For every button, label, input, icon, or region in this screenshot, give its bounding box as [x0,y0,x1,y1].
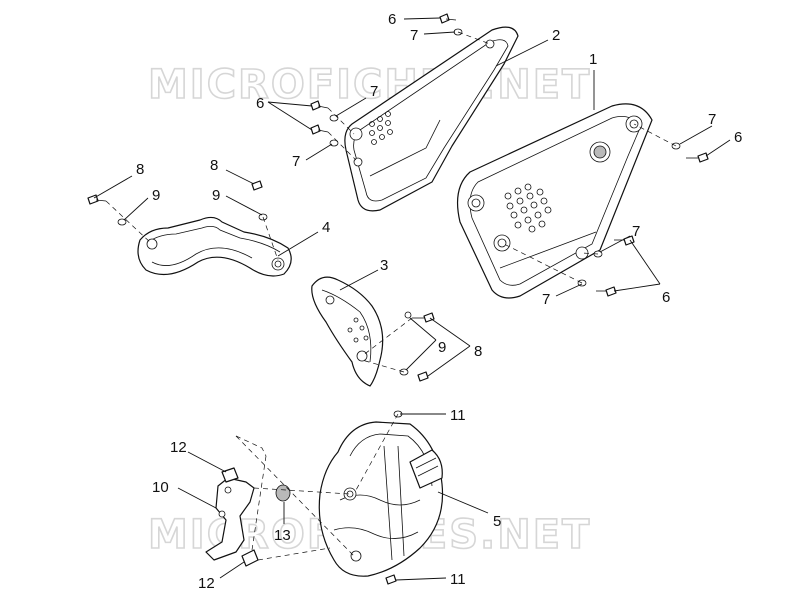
callout-8-mid: 8 [210,157,218,174]
callout-9-right: 9 [438,339,446,356]
callout-3: 3 [380,257,388,274]
callout-5: 5 [493,513,501,530]
callout-7-mid-right: 7 [632,223,640,240]
callout-12-bottom: 12 [198,575,215,592]
callout-2: 2 [552,27,560,44]
engine-cover-assembly [318,421,444,577]
callout-7-lower-left: 7 [292,153,300,170]
callout-12-top: 12 [170,439,187,456]
callout-6-right: 6 [734,129,742,146]
assembly-lines [105,31,677,561]
callout-6-top: 6 [388,11,396,28]
callout-10: 10 [152,479,169,496]
callout-4: 4 [322,219,330,236]
callout-7-right: 7 [708,111,716,128]
left-side-cover [344,26,519,212]
callout-9-mid: 9 [212,187,220,204]
callout-labels: 1 2 3 4 5 6 6 6 6 7 7 7 7 7 7 8 8 8 9 9 … [136,11,742,592]
mounting-bracket [205,477,255,561]
heat-shield-left [137,216,292,277]
callout-11-bottom: 11 [450,571,466,588]
callout-7-lower: 7 [542,291,550,308]
heat-shield-middle [311,276,384,387]
callout-11-top: 11 [450,407,466,424]
callout-9-left: 9 [152,187,160,204]
right-side-cover [457,103,653,299]
watermark-top: MICROFICHES.NET [148,62,591,108]
callout-13: 13 [274,527,291,544]
leader-lines [93,17,731,581]
cap [275,484,291,502]
callout-7-top: 7 [410,27,418,44]
callout-6-lower: 6 [662,289,670,306]
callout-7-upper-left: 7 [370,83,378,100]
callout-8-left: 8 [136,161,144,178]
callout-6-left: 6 [256,95,264,112]
callout-8-right: 8 [474,343,482,360]
callout-1: 1 [589,51,597,68]
